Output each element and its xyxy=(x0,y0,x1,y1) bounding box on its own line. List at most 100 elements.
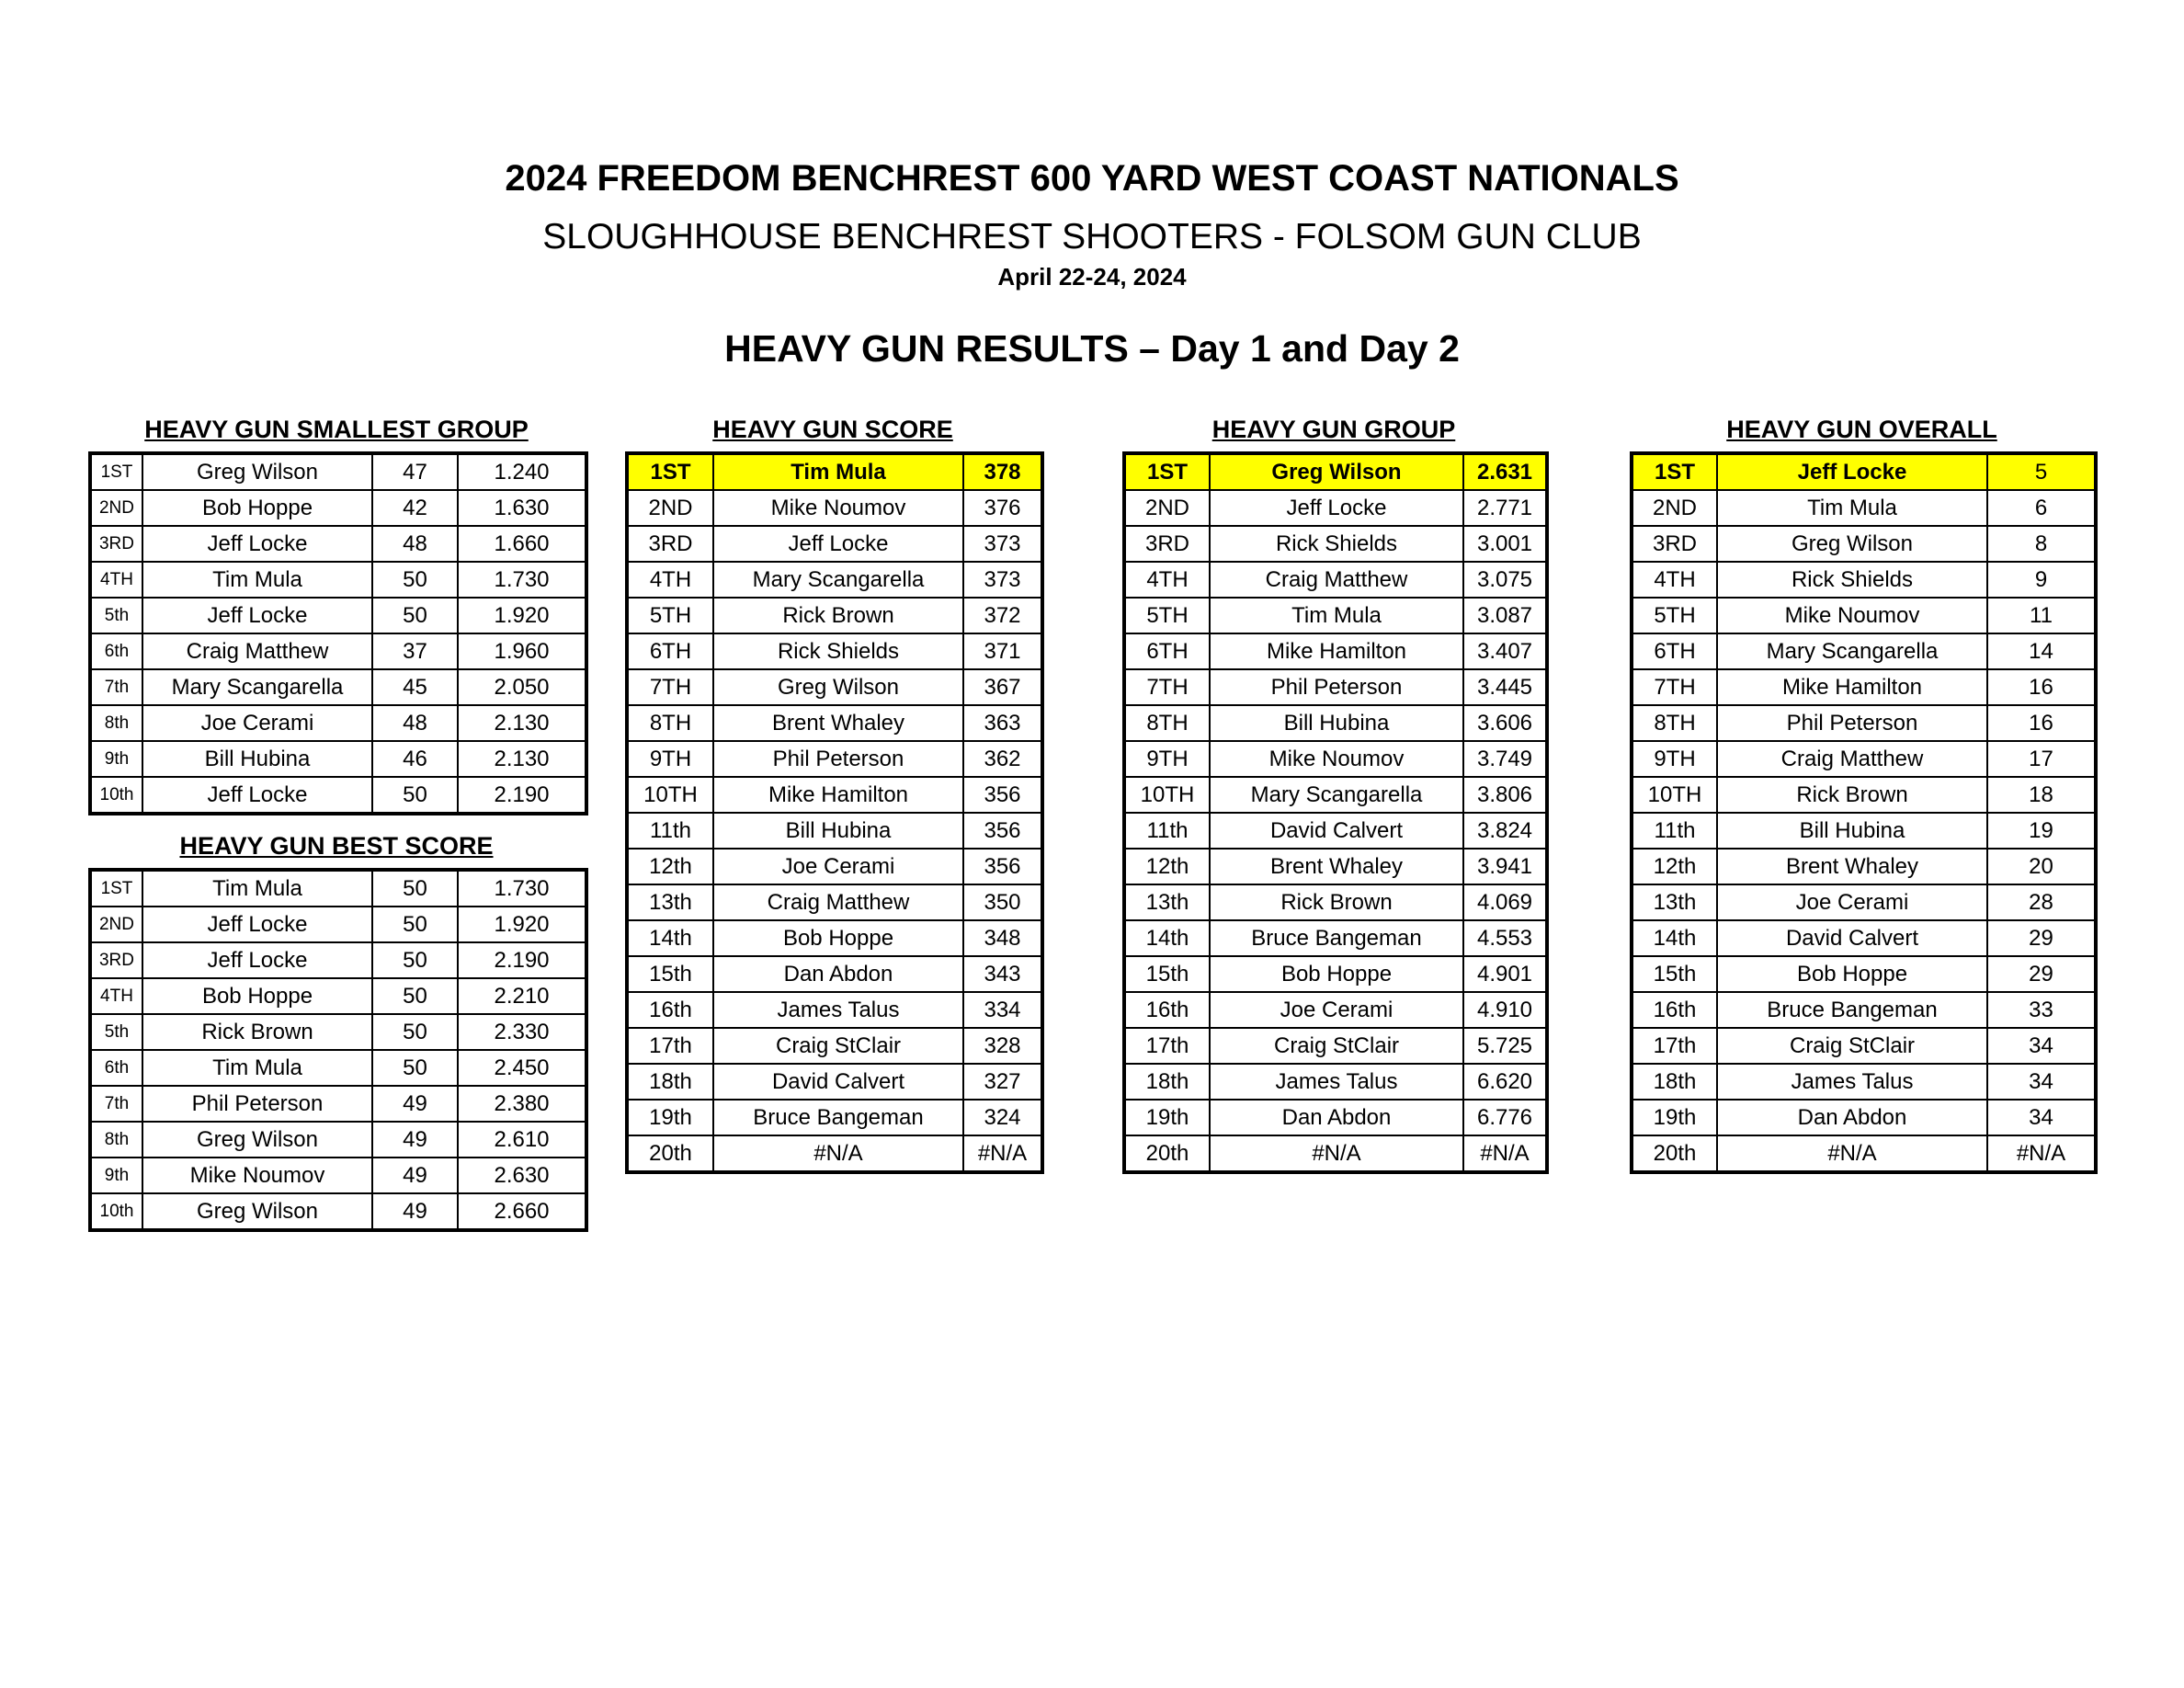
score-cell: 49 xyxy=(371,1121,459,1158)
name-cell: Bill Hubina xyxy=(142,740,373,778)
name-cell: Tim Mula xyxy=(142,1049,373,1087)
rank-cell: 17th xyxy=(1631,1027,1718,1065)
name-cell: Dan Abdon xyxy=(1716,1099,1988,1136)
name-cell: Mike Noumov xyxy=(1716,597,1988,634)
rank-cell: 9TH xyxy=(626,740,714,778)
rank-cell: 5TH xyxy=(1631,597,1718,634)
group-cell: 1.960 xyxy=(457,633,587,670)
table-row: 20th#N/A#N/A xyxy=(1631,1135,2097,1173)
rank-cell: 2ND xyxy=(1631,489,1718,527)
value-cell: 6.776 xyxy=(1462,1099,1548,1136)
name-cell: Phil Peterson xyxy=(142,1085,373,1123)
value-cell: 376 xyxy=(962,489,1043,527)
rank-cell: 14th xyxy=(1123,919,1211,957)
event-dates: April 22-24, 2024 xyxy=(997,263,1187,291)
rank-cell: 13th xyxy=(1123,884,1211,921)
group-cell: 2.660 xyxy=(457,1192,587,1231)
name-cell: Mike Noumov xyxy=(142,1157,373,1194)
group-cell: 2.630 xyxy=(457,1157,587,1194)
value-cell: 11 xyxy=(1986,597,2097,634)
name-cell: Bill Hubina xyxy=(712,812,964,850)
name-cell: Bob Hoppe xyxy=(142,977,373,1015)
page-title: 2024 FREEDOM BENCHREST 600 YARD WEST COA… xyxy=(505,158,1679,199)
name-cell: Craig StClair xyxy=(1716,1027,1988,1065)
score-cell: 49 xyxy=(371,1157,459,1194)
value-cell: 29 xyxy=(1986,919,2097,957)
value-cell: 3.824 xyxy=(1462,812,1548,850)
group-cell: 2.610 xyxy=(457,1121,587,1158)
rank-cell: 1ST xyxy=(1631,452,1718,491)
rank-cell: 20th xyxy=(1123,1135,1211,1173)
value-cell: 3.749 xyxy=(1462,740,1548,778)
score-cell: 50 xyxy=(371,776,459,815)
name-cell: Rick Shields xyxy=(1716,561,1988,599)
name-cell: Rick Brown xyxy=(1209,884,1464,921)
value-cell: 4.901 xyxy=(1462,955,1548,993)
rank-cell: 4TH xyxy=(626,561,714,599)
rank-cell: 10th xyxy=(89,1192,143,1231)
score-cell: 50 xyxy=(371,977,459,1015)
rank-cell: 11th xyxy=(626,812,714,850)
rank-cell: 13th xyxy=(626,884,714,921)
rank-cell: 7TH xyxy=(626,668,714,706)
score-cell: 50 xyxy=(371,561,459,599)
rank-cell: 8TH xyxy=(1631,704,1718,742)
value-cell: 343 xyxy=(962,955,1043,993)
rank-cell: 7TH xyxy=(1631,668,1718,706)
rank-cell: 6TH xyxy=(1631,633,1718,670)
rank-cell: 6TH xyxy=(1123,633,1211,670)
value-cell: 8 xyxy=(1986,525,2097,563)
value-cell: 34 xyxy=(1986,1027,2097,1065)
name-cell: Jeff Locke xyxy=(1716,452,1988,491)
name-cell: Craig StClair xyxy=(1209,1027,1464,1065)
rank-cell: 1ST xyxy=(89,452,143,491)
score-cell: 50 xyxy=(371,869,459,907)
name-cell: Joe Cerami xyxy=(1716,884,1988,921)
value-cell: 4.553 xyxy=(1462,919,1548,957)
name-cell: Dan Abdon xyxy=(712,955,964,993)
rank-cell: 3RD xyxy=(1631,525,1718,563)
rank-cell: 8th xyxy=(89,1121,143,1158)
value-cell: 20 xyxy=(1986,848,2097,885)
name-cell: Mary Scangarella xyxy=(142,668,373,706)
group-cell: 2.190 xyxy=(457,776,587,815)
score-cell: 45 xyxy=(371,668,459,706)
rank-cell: 4TH xyxy=(1631,561,1718,599)
rank-cell: 9TH xyxy=(1123,740,1211,778)
value-cell: #N/A xyxy=(1986,1135,2097,1173)
table-row: 20th#N/A#N/A xyxy=(626,1135,1043,1173)
page-subtitle: SLOUGHHOUSE BENCHREST SHOOTERS - FOLSOM … xyxy=(542,217,1642,257)
group-cell: 1.630 xyxy=(457,489,587,527)
value-cell: 327 xyxy=(962,1063,1043,1101)
table-row: 20th#N/A#N/A xyxy=(1123,1135,1548,1173)
value-cell: 356 xyxy=(962,848,1043,885)
name-cell: Mary Scangarella xyxy=(712,561,964,599)
rank-cell: 10th xyxy=(89,776,143,815)
name-cell: Bruce Bangeman xyxy=(1716,991,1988,1029)
rank-cell: 7th xyxy=(89,668,143,706)
name-cell: Jeff Locke xyxy=(142,776,373,815)
rank-cell: 8TH xyxy=(1123,704,1211,742)
rank-cell: 2ND xyxy=(89,906,143,943)
value-cell: 6 xyxy=(1986,489,2097,527)
name-cell: Tim Mula xyxy=(142,561,373,599)
group-cell: 2.330 xyxy=(457,1013,587,1051)
rank-cell: 6TH xyxy=(626,633,714,670)
